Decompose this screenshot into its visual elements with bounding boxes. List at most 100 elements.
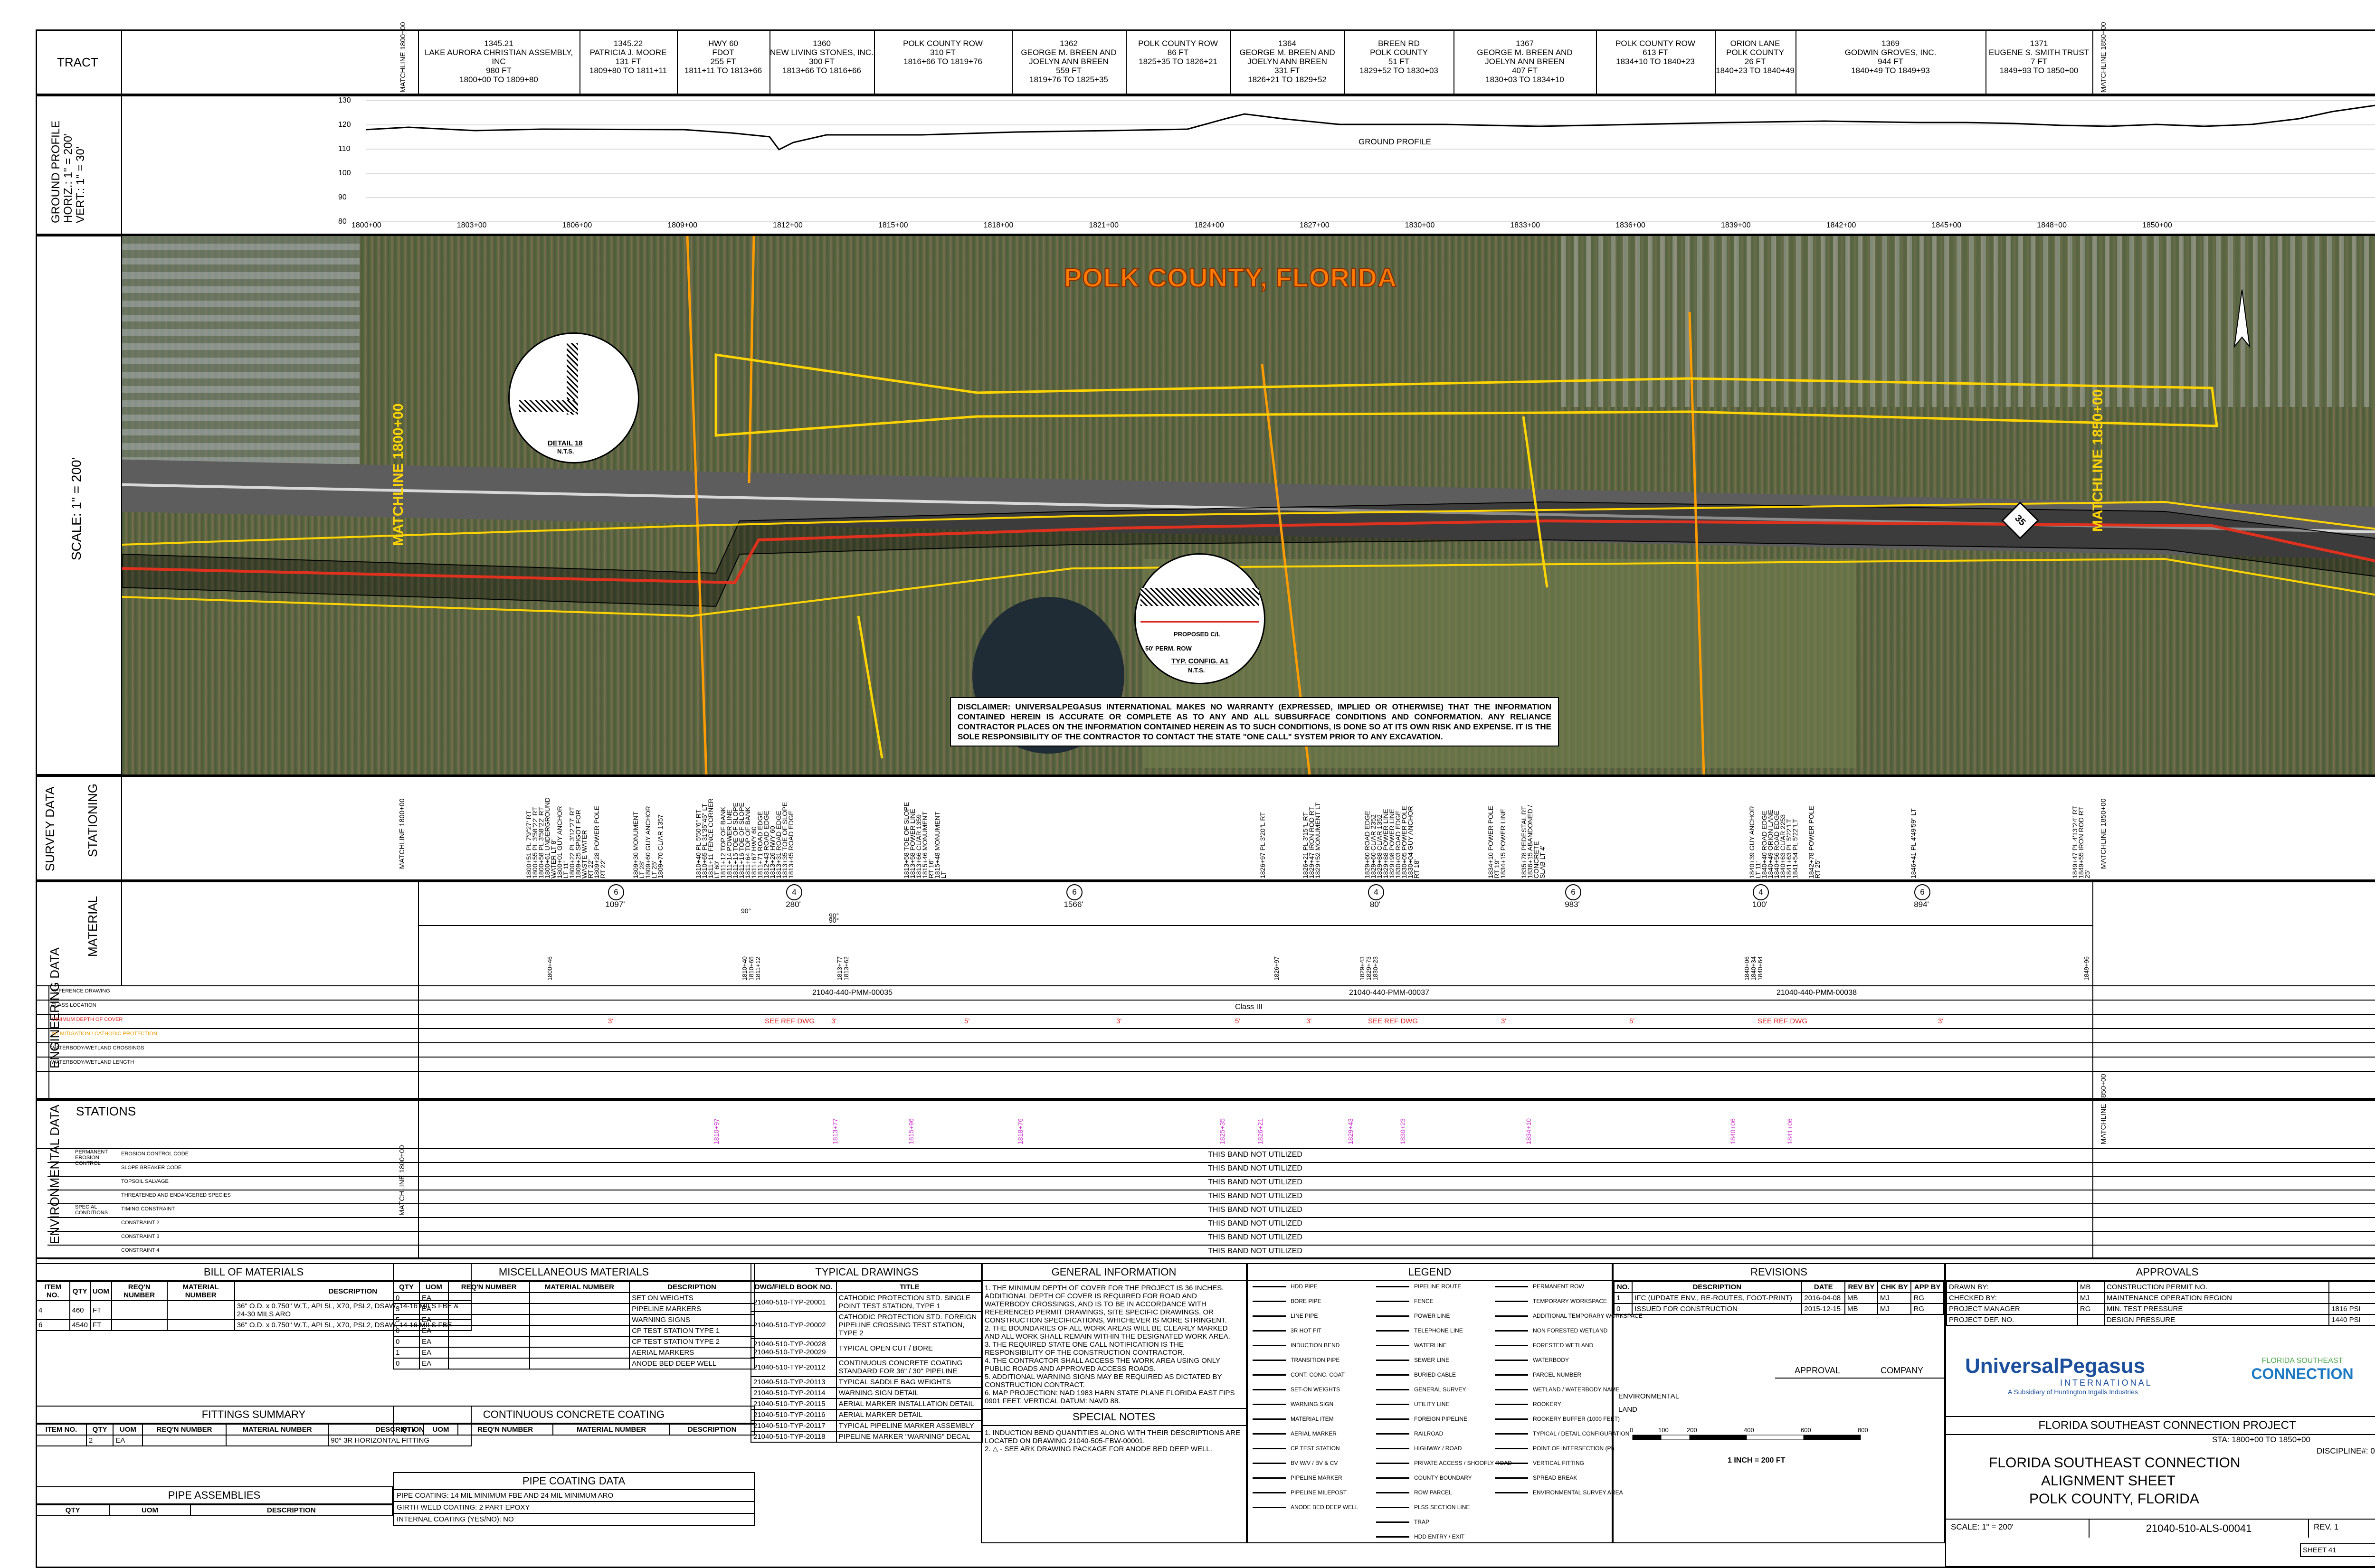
revision-header: NO. <box>1613 1281 1633 1293</box>
revision-cell: MB <box>1844 1303 1878 1315</box>
legend-label: CP TEST STATION <box>1291 1445 1340 1452</box>
survey-station-text: 1841+54 PL 5'22"LT <box>1791 819 1799 878</box>
approval-cell: CONSTRUCTION PERMIT NO. <box>2104 1281 2330 1293</box>
legend-symbol <box>1376 1433 1409 1439</box>
pipe-length: 983' <box>1565 900 1580 909</box>
typ-proposed-label: PROPOSED C/L <box>1174 631 1221 638</box>
typical-cell: 21040-510-TYP-20001 <box>750 1292 837 1312</box>
legend-symbol <box>1376 1315 1409 1322</box>
legend-label: UTILITY LINE <box>1414 1401 1450 1407</box>
profile-station-label: 1839+00 <box>1720 221 1751 229</box>
misc-cell: EA <box>419 1292 449 1304</box>
scale-tick: 400 <box>1744 1426 1754 1434</box>
legend-label: TYPICAL / DETAIL CONFIGURATION <box>1533 1430 1630 1437</box>
legend-label: POINT OF INTERSECTION (PI) <box>1533 1445 1615 1452</box>
misc-header: REQ'N NUMBER <box>447 1281 530 1293</box>
bom-title: BILL OF MATERIALS <box>36 1263 472 1281</box>
legend-label: PIPELINE MILEPOST <box>1291 1489 1347 1496</box>
tract-item: BREEN RD POLK COUNTY 51 FT 1829+52 TO 18… <box>1359 39 1438 75</box>
legend-symbol <box>1495 1433 1528 1439</box>
tract-item: POLK COUNTY ROW 310 FT 1816+66 TO 1819+7… <box>903 39 983 66</box>
engineering-row-line <box>36 1042 2375 1043</box>
revision-header: DESCRIPTION <box>1632 1281 1803 1293</box>
material-station: 1813+77 <box>836 956 843 981</box>
engineering-row-line <box>36 1057 2375 1058</box>
tract-item: 1345.21 LAKE AURORA CHRISTIAN ASSEMBLY, … <box>424 39 573 84</box>
approval-cell: 1440 PSI <box>2328 1314 2375 1326</box>
misc-cell: WARNING SIGNS <box>629 1314 755 1326</box>
env-row-line <box>48 1258 2375 1259</box>
survey-band <box>36 775 2375 881</box>
material-label: MATERIAL <box>86 896 100 957</box>
matchline-end-label: MATCHLINE 1850+00 <box>2100 22 2108 93</box>
profile-station-label: 1830+00 <box>1405 221 1435 229</box>
revision-cell: 2015-12-15 <box>1801 1303 1846 1315</box>
tract-band <box>36 29 2375 95</box>
legend-symbol <box>1376 1330 1409 1336</box>
detail-18-circle: DETAIL 18 N.T.S. <box>508 332 639 463</box>
survey-side-label: SURVEY DATA <box>43 786 57 871</box>
reference-drawing: 21040-440-PMM-00035 <box>812 989 893 997</box>
profile-station-label: 1812+00 <box>773 221 803 229</box>
fittings-header: ITEM NO. <box>36 1424 87 1436</box>
misc-cell: 0 <box>392 1325 420 1337</box>
revision-cell: MB <box>1844 1292 1878 1304</box>
misc-header: UOM <box>419 1281 449 1293</box>
bom-cell: 4540 <box>69 1319 91 1331</box>
legend-symbol <box>1495 1404 1528 1410</box>
misc-cell: CP TEST STATION TYPE 1 <box>629 1325 755 1337</box>
revision-header: DATE <box>1801 1281 1846 1293</box>
material-station: 1829+43 <box>1358 956 1366 981</box>
tract-item: ORION LANE POLK COUNTY 26 FT 1840+23 TO … <box>1716 39 1795 75</box>
misc-cell <box>447 1292 530 1304</box>
typical-cell: AERIAL MARKER INSTALLATION DETAIL <box>836 1398 984 1410</box>
env-group-label: PERMANENT EROSION CONTROL <box>75 1149 108 1166</box>
legend-label: FOREIGN PIPELINE <box>1414 1416 1468 1422</box>
typical-cell: 21040-510-TYP-20028 21040-510-TYP-20029 <box>750 1338 837 1358</box>
revision-cell: IFC (UPDATE ENV., RE-ROUTES, FOOT-PRINT) <box>1632 1292 1803 1304</box>
reference-drawing: 21040-440-PMM-00037 <box>1349 989 1429 997</box>
misc-cell: 0 <box>392 1292 420 1304</box>
env-row-label: CONSTRAINT 4 <box>121 1247 160 1253</box>
sheet-title-3: POLK COUNTY, FLORIDA <box>2029 1491 2199 1507</box>
pipe-length: 280' <box>786 900 801 909</box>
drawing-number: 21040-510-ALS-00041 <box>2090 1520 2309 1538</box>
approval-cell: DRAWN BY: <box>1946 1281 2078 1293</box>
legend-symbol <box>1376 1374 1409 1380</box>
misc-cell: EA <box>419 1314 449 1326</box>
material-station: 1826+97 <box>1273 956 1280 981</box>
legend-symbol <box>1253 1433 1286 1439</box>
legend-symbol <box>1253 1286 1286 1292</box>
bom-cell: 6 <box>36 1319 70 1331</box>
legend-label: GENERAL SURVEY <box>1414 1386 1466 1393</box>
fittings-cell <box>36 1435 87 1446</box>
elevation-tick-left: 80 <box>338 217 347 226</box>
map-band <box>36 235 2375 775</box>
revision-cell: MJ <box>1877 1303 1912 1315</box>
land-approval-label: LAND <box>1618 1406 1638 1414</box>
approval-cell: MIN. TEST PRESSURE <box>2104 1303 2330 1315</box>
env-station: 1841+06 <box>1786 1118 1794 1144</box>
profile-station-label: 1833+00 <box>1510 221 1540 229</box>
legend-symbol <box>1495 1360 1528 1366</box>
legend-symbol <box>1253 1507 1286 1513</box>
approval-cell: MJ <box>2077 1292 2105 1304</box>
typical-cell: TYPICAL OPEN CUT / BORE <box>836 1338 984 1358</box>
legend-symbol <box>1376 1448 1409 1454</box>
misc-cell: EA <box>419 1303 449 1315</box>
typical-cell: AERIAL MARKER DETAIL <box>836 1409 984 1421</box>
typical-cell: TYPICAL SADDLE BAG WEIGHTS <box>836 1376 984 1388</box>
parcel-boundaries <box>714 353 2218 759</box>
env-station: 1818+76 <box>1016 1118 1024 1144</box>
fsc-top: FLORIDA SOUTHEAST <box>2261 1357 2343 1365</box>
bom-header: MATERIAL NUMBER <box>166 1281 235 1301</box>
approval-cell: PROJECT MANAGER <box>1946 1303 2078 1315</box>
